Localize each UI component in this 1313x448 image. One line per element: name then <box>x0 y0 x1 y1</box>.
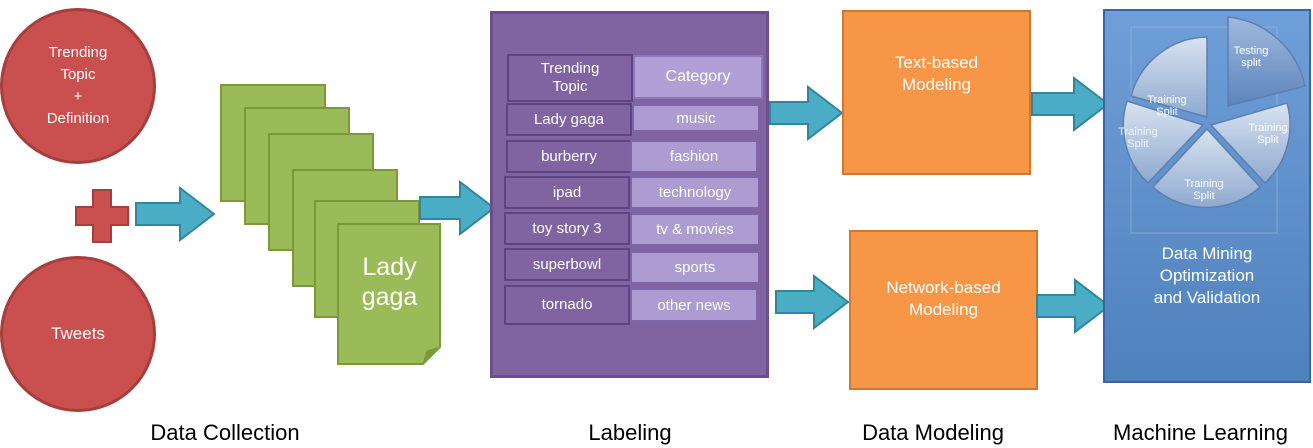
arrow-to-ml-bottom <box>1036 278 1111 334</box>
stage-label-data-modeling: Data Modeling <box>862 420 1004 445</box>
slice-label-training-right: Training Split <box>1248 122 1288 146</box>
document-text: Lady gaga <box>361 253 418 311</box>
pie-slice-training-right <box>1209 102 1291 185</box>
trending-topic-label: Trending Topic + Definition <box>46 44 110 127</box>
arrow-to-network-modeling <box>775 274 850 330</box>
arrow-to-ml-top <box>1031 76 1110 132</box>
text-based-modeling-box: Text-based Modeling <box>842 10 1031 175</box>
slice-label-training-bottom: Training Split <box>1184 178 1224 202</box>
stage-label-data-collection: Data Collection <box>150 420 300 445</box>
pie-slice-testing <box>1227 16 1306 107</box>
topic-cell-lady-gaga: Lady gaga <box>506 103 632 136</box>
header-trending-topic: Trending Topic <box>507 54 633 102</box>
topic-cell-burberry: burberry <box>506 140 632 173</box>
ml-caption: Data Mining Optimization and Validation <box>1153 244 1261 307</box>
front-document <box>337 223 441 365</box>
category-cell-fashion: fashion <box>630 140 758 173</box>
header-category: Category <box>633 55 763 99</box>
topic-cell-tornado: tornado <box>504 285 630 325</box>
arrow-to-documents <box>135 186 216 242</box>
topic-cell-ipad: ipad <box>504 176 630 209</box>
tweets-circle: Tweets <box>0 256 156 412</box>
validation-pie-chart <box>1122 16 1306 234</box>
arrow-to-labeling <box>419 180 496 236</box>
plus-icon <box>75 189 129 243</box>
pie-slice-training-left <box>1122 100 1205 185</box>
stage-label-machine-learning: Machine Learning <box>1113 420 1288 445</box>
trending-topic-circle: Trending Topic + Definition <box>0 8 156 164</box>
stage-label-labeling: Labeling <box>588 420 672 445</box>
arrow-to-text-modeling <box>769 85 844 141</box>
pie-slice-training-top <box>1130 36 1208 118</box>
category-cell-tv-movies: tv & movies <box>630 213 760 246</box>
pie-slice-training-bottom <box>1151 127 1262 209</box>
network-based-modeling-box: Network-based Modeling <box>849 230 1038 390</box>
category-cell-other-news: other news <box>630 288 758 322</box>
category-cell-technology: technology <box>630 176 760 209</box>
slice-label-training-top: Training Split <box>1147 94 1187 118</box>
category-cell-sports: sports <box>630 251 760 284</box>
topic-cell-superbowl: superbowl <box>504 248 630 281</box>
slice-label-testing: Testing split <box>1233 45 1269 69</box>
tweets-label: Tweets <box>51 324 105 343</box>
slice-label-training-left: Training Split <box>1118 126 1158 150</box>
category-cell-music: music <box>632 104 760 132</box>
topic-cell-toy-story-3: toy story 3 <box>504 212 630 245</box>
